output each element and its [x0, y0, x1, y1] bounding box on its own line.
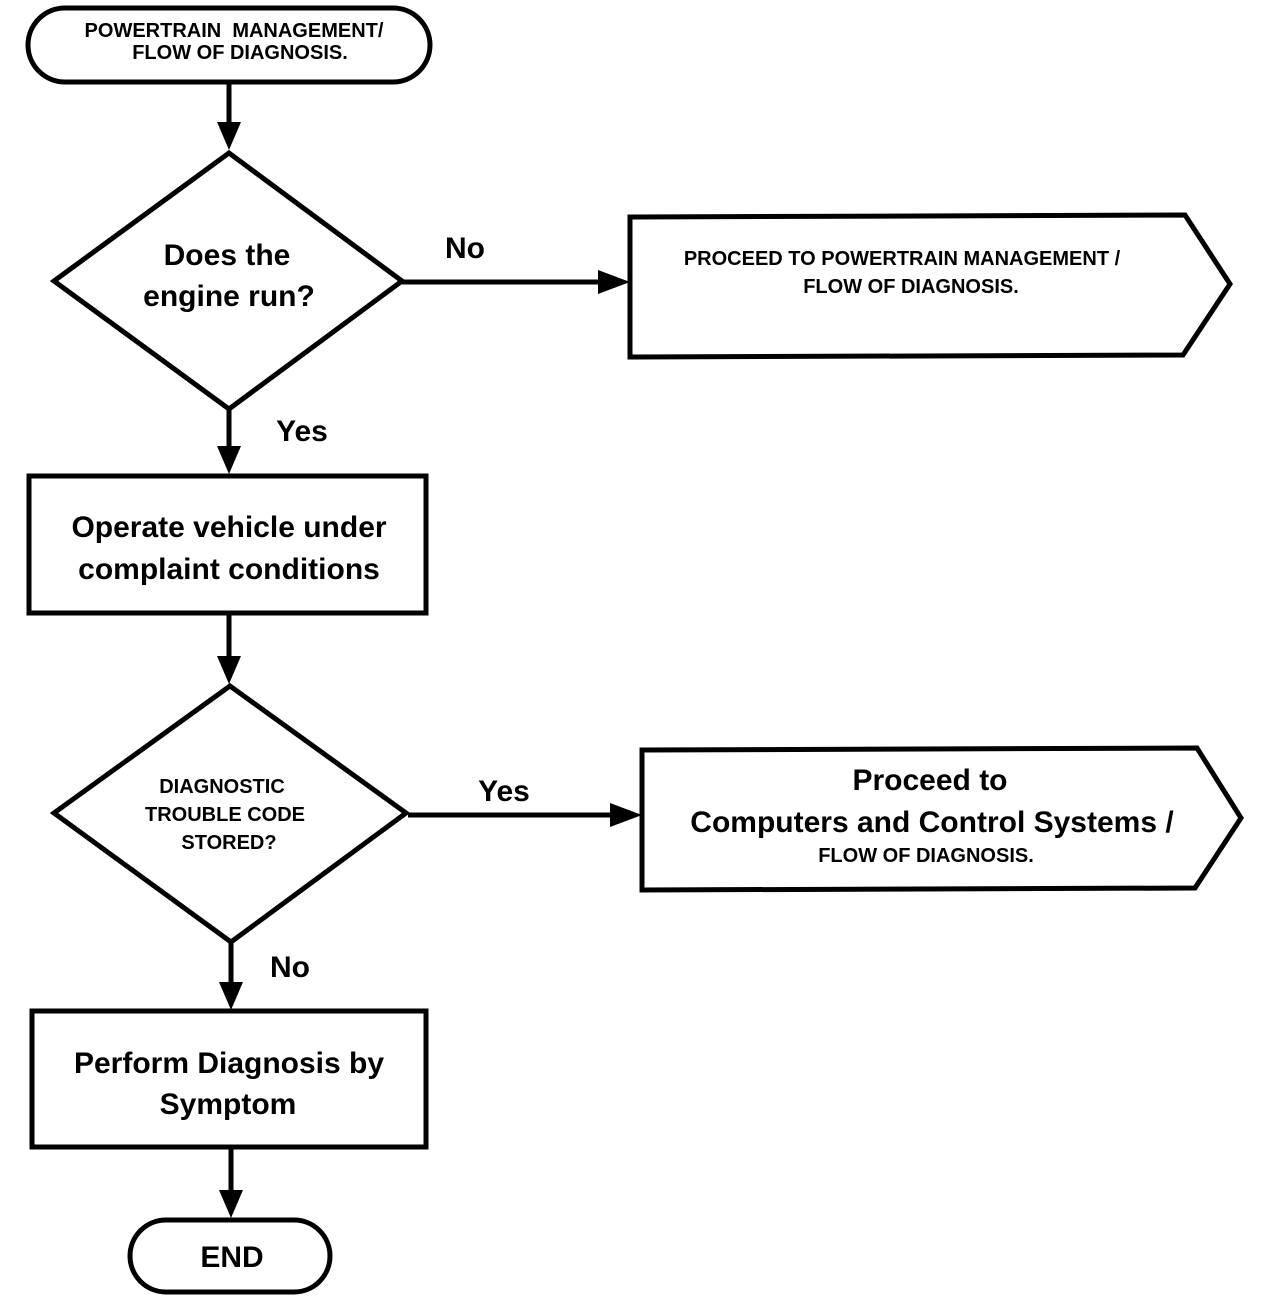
dtc-stored-line1: DIAGNOSTIC: [159, 776, 285, 798]
end-terminator-shape: [127, 1217, 333, 1295]
operate-vehicle-line1: Operate vehicle under: [71, 511, 386, 544]
engine-run-decision-line2: engine run?: [143, 280, 315, 313]
engine-run-decision-shape: [49, 149, 407, 413]
computers-offpage-shape: [639, 745, 1244, 893]
diagnosis-by-symptom-line1: Perform Diagnosis by: [74, 1047, 384, 1080]
computers-offpage-line3: FLOW OF DIAGNOSIS.: [818, 845, 1034, 867]
engine-run-no-label: No: [445, 232, 485, 265]
arrowhead-dtc-decision: [217, 656, 241, 684]
start-terminator-line2: FLOW OF DIAGNOSIS.: [132, 42, 348, 64]
diagnosis-by-symptom-process: Perform Diagnosis by Symptom: [29, 1008, 429, 1150]
arrowhead-powertrain-offpage: [598, 270, 630, 294]
dtc-stored-no-label: No: [270, 951, 310, 984]
end-terminator: END: [127, 1217, 333, 1295]
arrowhead-symptom: [219, 982, 243, 1010]
dtc-stored-decision: DIAGNOSTIC TROUBLE CODE STORED?: [49, 682, 411, 946]
computers-offpage-line2: Computers and Control Systems /: [690, 806, 1174, 839]
arrowhead-engine-decision: [217, 122, 241, 150]
engine-run-yes-label: Yes: [276, 415, 328, 448]
end-terminator-label: END: [200, 1241, 263, 1274]
powertrain-offpage-connector: PROCEED TO POWERTRAIN MANAGEMENT / FLOW …: [627, 212, 1233, 360]
start-terminator-shape: [25, 5, 433, 85]
start-terminator-line1: POWERTRAIN MANAGEMENT/: [85, 20, 384, 42]
arrowhead-computers-offpage: [610, 803, 642, 827]
diagnosis-by-symptom-line2: Symptom: [160, 1088, 297, 1121]
dtc-stored-yes-label: Yes: [478, 775, 530, 808]
operate-vehicle-line2: complaint conditions: [78, 553, 380, 586]
computers-offpage-line1: Proceed to: [852, 764, 1007, 797]
operate-vehicle-process-shape: [26, 473, 429, 616]
arrowhead-end: [219, 1190, 243, 1218]
powertrain-offpage-line1: PROCEED TO POWERTRAIN MANAGEMENT /: [684, 248, 1121, 270]
powertrain-offpage-line2: FLOW OF DIAGNOSIS.: [803, 276, 1019, 298]
dtc-stored-line3: STORED?: [181, 832, 276, 854]
dtc-stored-decision-shape: [49, 682, 411, 946]
connectors: [217, 84, 642, 1218]
dtc-stored-line2: TROUBLE CODE: [145, 804, 305, 826]
powertrain-offpage-shape: [627, 212, 1233, 360]
operate-vehicle-process: Operate vehicle under complaint conditio…: [26, 473, 429, 616]
computers-offpage-connector: Proceed to Computers and Control Systems…: [639, 745, 1244, 893]
engine-run-decision-line1: Does the: [164, 239, 291, 272]
start-terminator: POWERTRAIN MANAGEMENT/ FLOW OF DIAGNOSIS…: [25, 5, 433, 85]
diagnosis-by-symptom-process-shape: [29, 1008, 429, 1150]
engine-run-decision: Does the engine run?: [49, 149, 407, 413]
arrowhead-operate: [217, 446, 241, 474]
